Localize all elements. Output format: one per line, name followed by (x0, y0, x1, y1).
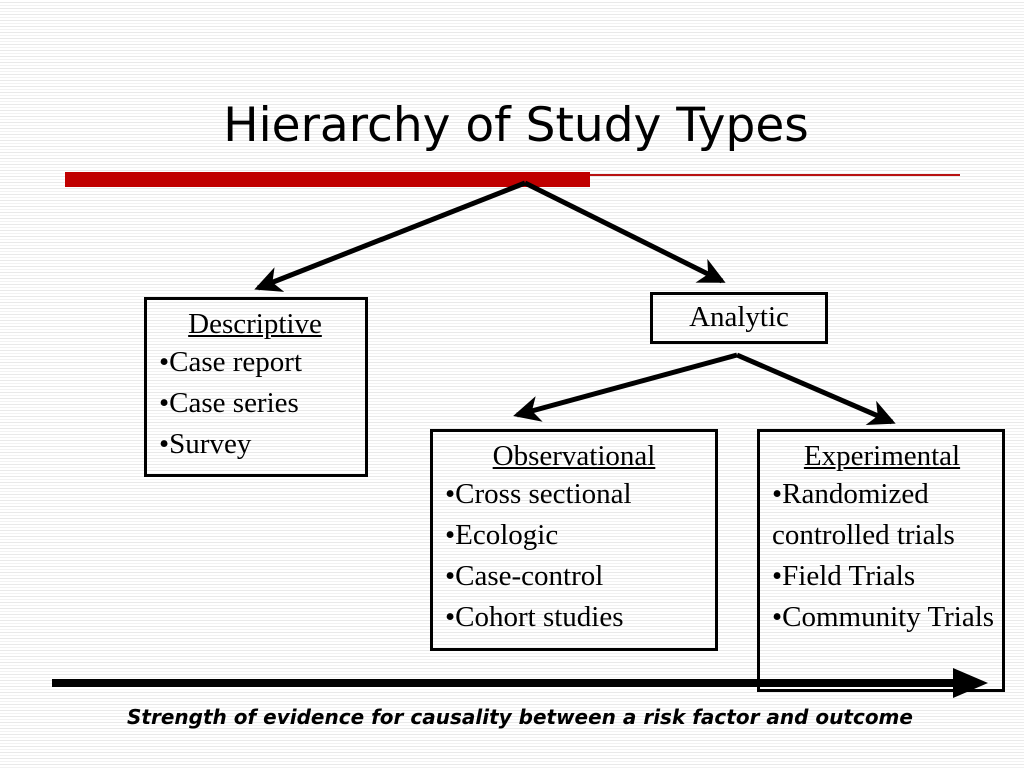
list-item-label: Randomized controlled trials (772, 478, 955, 551)
list-item-label: Ecologic (455, 519, 559, 551)
node-descriptive-heading: Descriptive (188, 308, 322, 340)
bullet-glyph: • (159, 346, 170, 378)
bullet-glyph: • (445, 478, 456, 510)
list-item: •Ecologic (445, 515, 715, 556)
list-item: •Case series (159, 383, 365, 424)
list-item-label: Case-control (455, 560, 604, 592)
bullet-glyph: • (772, 560, 783, 592)
page-title: Hierarchy of Study Types (0, 97, 1024, 155)
bullet-glyph: • (772, 601, 783, 633)
arrow-root-to-descriptive (254, 180, 526, 292)
list-item: •Cross sectional (445, 474, 715, 515)
page-title-text: Hierarchy of Study Types (223, 98, 809, 153)
node-observational-heading: Observational (492, 440, 656, 472)
bullet-glyph: • (445, 560, 456, 592)
list-item-label: Case report (169, 346, 303, 378)
bullet-glyph: • (772, 478, 783, 510)
list-item-label: Cohort studies (455, 601, 624, 633)
node-descriptive-list: •Case report •Case series •Survey (159, 342, 365, 465)
node-observational-list: •Cross sectional •Ecologic •Case-control… (445, 474, 715, 638)
title-underline-accent-bar (65, 172, 590, 187)
list-item-label: Field Trials (782, 560, 916, 592)
list-item: •Field Trials (772, 556, 1002, 597)
list-item-label: Survey (169, 428, 252, 460)
node-observational: Observational •Cross sectional •Ecologic… (430, 429, 718, 651)
node-analytic-heading: Analytic (689, 301, 789, 333)
arrow-analytic-to-experimental (736, 352, 896, 426)
arrow-analytic-to-observational (513, 352, 738, 422)
list-item-label: Case series (169, 387, 299, 419)
list-item: •Community Trials (772, 597, 1002, 638)
node-analytic: Analytic (650, 292, 828, 344)
bullet-glyph: • (159, 387, 170, 419)
arrow-root-to-analytic (523, 180, 726, 284)
list-item: •Case report (159, 342, 365, 383)
node-experimental-heading: Experimental (803, 440, 961, 472)
bullet-glyph: • (445, 601, 456, 633)
list-item-label: Cross sectional (455, 478, 632, 510)
list-item: •Randomized controlled trials (772, 474, 1002, 556)
strength-caption: Strength of evidence for causality betwe… (0, 704, 1024, 730)
list-item-label: Community Trials (782, 601, 995, 633)
node-descriptive: Descriptive •Case report •Case series •S… (144, 297, 368, 477)
strength-caption-text: Strength of evidence for causality betwe… (127, 705, 913, 729)
list-item: •Cohort studies (445, 597, 715, 638)
node-experimental-list: •Randomized controlled trials •Field Tri… (772, 474, 1002, 638)
node-experimental: Experimental •Randomized controlled tria… (757, 429, 1005, 692)
list-item: •Survey (159, 424, 365, 465)
list-item: •Case-control (445, 556, 715, 597)
bullet-glyph: • (159, 428, 170, 460)
bullet-glyph: • (445, 519, 456, 551)
